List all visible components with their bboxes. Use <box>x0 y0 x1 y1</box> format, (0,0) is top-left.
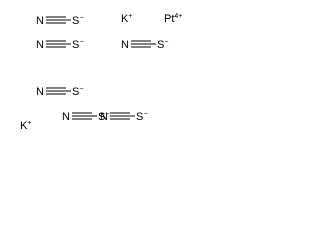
sulfur-atom: S <box>72 39 79 51</box>
thiocyanate-charge: − <box>79 15 83 22</box>
potassium-symbol: K <box>20 120 28 132</box>
svg-text:S−: S− <box>72 15 83 27</box>
triple-bond <box>131 40 151 48</box>
nitrogen-atom: N <box>121 39 129 51</box>
triple-bond <box>72 112 92 120</box>
triple-bond <box>46 16 66 24</box>
triple-bond <box>46 40 66 48</box>
potassium-charge: + <box>128 13 132 20</box>
nitrogen-atom: N <box>36 15 44 27</box>
thiocyanate-ion-2: N S− <box>36 39 83 51</box>
triple-bond <box>46 87 66 95</box>
nitrogen-atom: N <box>36 39 44 51</box>
thiocyanate-charge: − <box>105 111 109 118</box>
thiocyanate-ion-5: N S− <box>62 111 109 123</box>
sulfur-atom: S <box>136 111 143 123</box>
svg-text:S−: S− <box>72 39 83 51</box>
sulfur-atom: S <box>72 15 79 27</box>
svg-text:S−: S− <box>136 111 147 123</box>
thiocyanate-charge: − <box>143 111 147 118</box>
thiocyanate-ion-1: N S− <box>36 15 83 27</box>
sulfur-atom: S <box>157 39 164 51</box>
potassium-symbol: K <box>121 13 129 25</box>
potassium-charge: + <box>27 120 31 127</box>
nitrogen-atom: N <box>36 86 44 98</box>
thiocyanate-ion-3: N S− <box>121 39 168 51</box>
potassium-ion-1: K+ <box>121 13 132 25</box>
thiocyanate-ion-4: N S− <box>36 86 83 98</box>
svg-text:Pt4+: Pt4+ <box>164 13 182 25</box>
svg-text:K+: K+ <box>121 13 132 25</box>
sulfur-atom: S <box>72 86 79 98</box>
thiocyanate-charge: − <box>79 86 83 93</box>
nitrogen-atom: N <box>62 111 70 123</box>
svg-text:K+: K+ <box>20 120 31 132</box>
sulfur-atom: S <box>98 111 105 123</box>
svg-text:S−: S− <box>157 39 168 51</box>
nitrogen-atom: N <box>100 111 108 123</box>
thiocyanate-charge: − <box>164 39 168 46</box>
structure-canvas: K+ Pt4+ K+ N S− N <box>20 13 182 132</box>
triple-bond <box>110 112 130 120</box>
svg-text:S−: S− <box>72 86 83 98</box>
potassium-ion-2: K+ <box>20 120 31 132</box>
platinum-charge: 4+ <box>174 13 182 20</box>
platinum-symbol: Pt <box>164 13 174 25</box>
thiocyanate-ion-6: N S− <box>100 111 147 123</box>
thiocyanate-charge: − <box>79 39 83 46</box>
svg-text:S−: S− <box>98 111 109 123</box>
platinum-ion: Pt4+ <box>164 13 182 25</box>
